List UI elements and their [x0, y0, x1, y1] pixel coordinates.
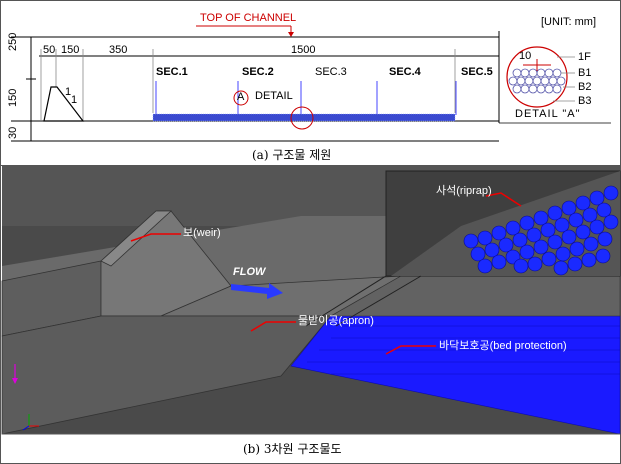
- slope-label-1: 1: [65, 86, 72, 98]
- layer-b2: B2: [578, 81, 592, 93]
- detail-caption: DETAIL "A": [515, 108, 581, 120]
- structure-3d-svg: [1, 166, 621, 435]
- unit-label: [UNIT: mm]: [541, 16, 596, 28]
- top-of-channel-label: TOP OF CHANNEL: [200, 12, 297, 24]
- dim-150-left: 150: [7, 88, 19, 107]
- detail-label: DETAIL: [255, 90, 293, 102]
- caption-a: (a) 구조물 제원: [252, 148, 332, 162]
- caption-b: (b) 3차원 구조물도: [243, 442, 342, 456]
- slope-label-2: 1: [71, 94, 78, 106]
- bed-protection-label: 바닥보호공(bed protection): [439, 340, 567, 352]
- dim-1500: 1500: [291, 44, 316, 56]
- detail-mark: A: [237, 91, 245, 103]
- dim-150: 150: [61, 44, 80, 56]
- dim-350: 350: [109, 44, 128, 56]
- section-label-4: SEC.4: [389, 66, 421, 78]
- detail-dim-10: 10: [519, 50, 532, 62]
- dimension-drawing-svg: [11, 25, 611, 142]
- flow-label: FLOW: [233, 266, 266, 278]
- dim-30: 30: [7, 126, 19, 139]
- layer-b3: B3: [578, 95, 592, 107]
- panel-a-dimension-drawing: TOP OF CHANNEL [UNIT: mm] 50 150 350 150…: [0, 0, 621, 166]
- dim-250: 250: [7, 32, 19, 51]
- layer-1f: 1F: [578, 51, 591, 63]
- apron-label: 물받이공(apron): [298, 315, 374, 327]
- weir-label: 보(weir): [183, 227, 221, 239]
- section-label-1: SEC.1: [156, 66, 188, 78]
- section-label-2: SEC.2: [242, 66, 274, 78]
- layer-b1: B1: [578, 67, 592, 79]
- panel-b-3d-structure: 보(weir) FLOW 물받이공(apron) 바닥보호공(bed prote…: [0, 166, 621, 464]
- riprap-label: 사석(riprap): [436, 185, 492, 197]
- dim-50: 50: [43, 44, 56, 56]
- section-label-5: SEC.5: [461, 66, 493, 78]
- section-label-3: SEC.3: [315, 66, 347, 78]
